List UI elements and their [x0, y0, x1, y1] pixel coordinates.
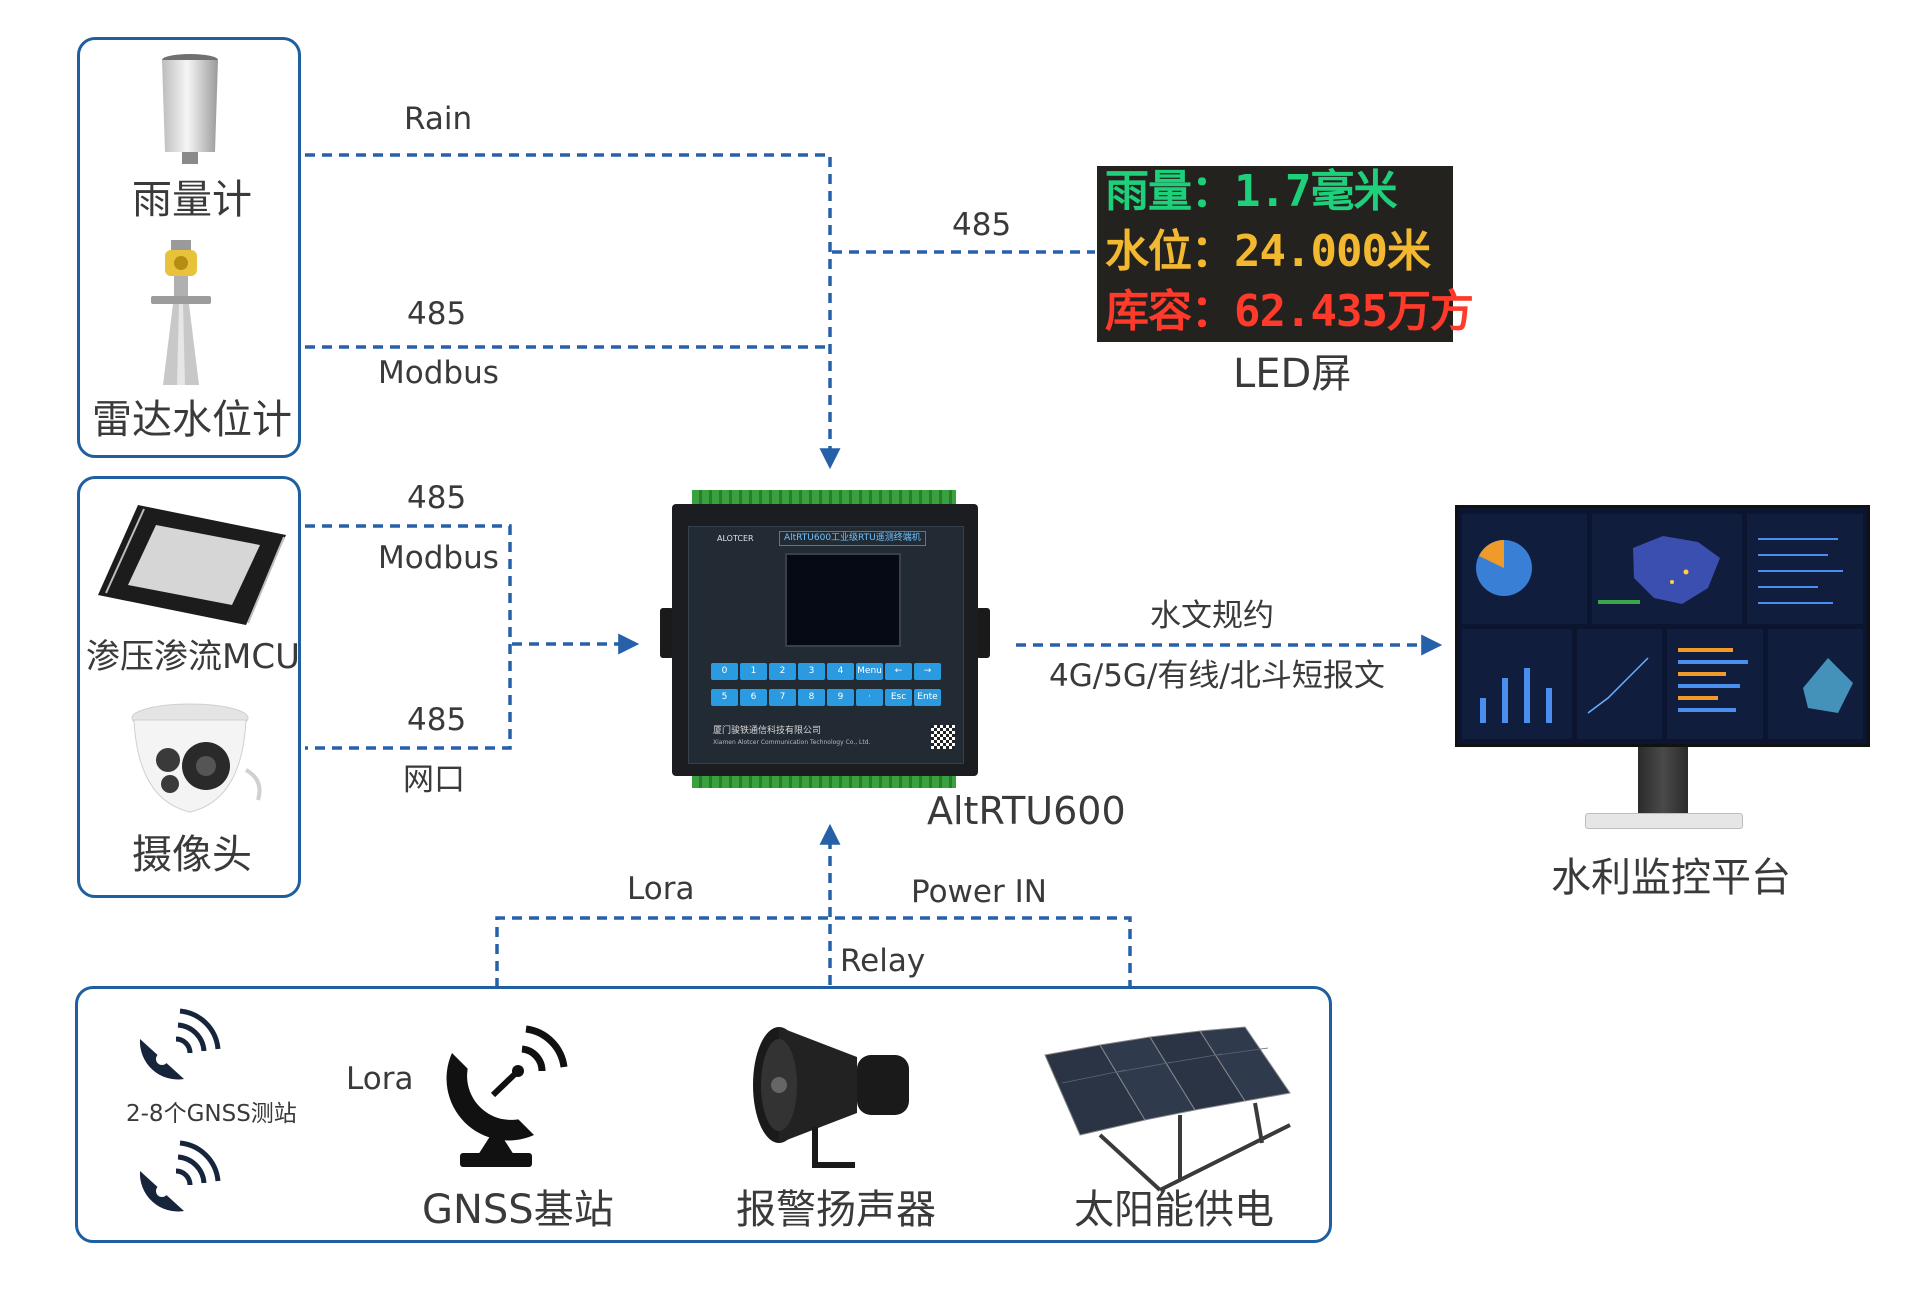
rtu-key-6[interactable]: 6 [740, 689, 767, 706]
monitor-stand-neck [1638, 747, 1688, 817]
gnss-lora-label: Lora [346, 1061, 414, 1097]
led-rainfall-line: 雨量：1.7毫米 [1105, 166, 1397, 217]
solar-power-label: 太阳能供电 [1074, 1187, 1274, 1233]
alarm-speaker-icon [753, 1027, 909, 1168]
rtu-panel-title: AltRTU600工业级RTU遥测终端机 [779, 531, 926, 546]
monitor-screen [1455, 505, 1870, 747]
rtu-face-panel: ALOTCER AltRTU600工业级RTU遥测终端机 0 1 2 3 4 M… [688, 526, 964, 764]
monitor-stand-base [1585, 813, 1743, 829]
rtu-top-terminals [692, 490, 956, 504]
led-485-label: 485 [952, 207, 1012, 243]
rtu-left-ear [660, 608, 674, 658]
rain-gauge-icon [162, 54, 218, 164]
mcu-485-label: 485 [407, 480, 467, 516]
mcu-camera-bus-line [305, 524, 512, 750]
platform-protocol-label: 水文规约 [1150, 598, 1274, 634]
rtu-key-4[interactable]: 4 [827, 663, 854, 680]
rtu-key-right[interactable]: → [914, 663, 941, 680]
rtu-keypad: 0 1 2 3 4 Menu ← → 5 6 7 8 9 · Esc Ente [711, 663, 941, 713]
rtu-key-left[interactable]: ← [885, 663, 912, 680]
alarm-speaker-label: 报警扬声器 [736, 1187, 936, 1233]
rtu-company-cn: 厦门骏铁通信科技有限公司 [713, 726, 822, 736]
dashboard-graphics [1462, 514, 1863, 739]
rain-to-rtu-line [305, 153, 841, 470]
radar-level-label: 雷达水位计 [92, 397, 292, 443]
gnss-stations-label: 2-8个GNSS测站 [126, 1101, 297, 1127]
radar-485-label: 485 [407, 296, 467, 332]
solar-panel-icon [1044, 1026, 1291, 1192]
rtu-right-ear [976, 608, 990, 658]
platform-network-label: 4G/5G/有线/北斗短报文 [1049, 658, 1385, 694]
seepage-mcu-label: 渗压渗流MCU [86, 637, 300, 677]
relay-label: Relay [840, 943, 926, 979]
gnss-base-label: GNSS基站 [422, 1187, 614, 1233]
rtu-device: ALOTCER AltRTU600工业级RTU遥测终端机 0 1 2 3 4 M… [660, 490, 990, 788]
led-screen: 雨量：1.7毫米 水位：24.000米 库容：62.435万方 [1097, 166, 1474, 342]
rtu-key-5[interactable]: 5 [711, 689, 738, 706]
rtu-key-esc[interactable]: Esc [885, 689, 912, 706]
rtu-key-7[interactable]: 7 [769, 689, 796, 706]
led-water-level-line: 水位：24.000米 [1105, 226, 1431, 277]
rtu-key-0[interactable]: 0 [711, 663, 738, 680]
rtu-key-8[interactable]: 8 [798, 689, 825, 706]
camera-net-label: 网口 [403, 762, 465, 798]
led-caption: LED屏 [1233, 351, 1352, 397]
satellite-dish-icon [446, 1025, 568, 1167]
rtu-lcd-screen [785, 553, 901, 647]
rtu-bottom-terminals [692, 776, 956, 788]
camera-label: 摄像头 [132, 832, 252, 878]
rtu-key-3[interactable]: 3 [798, 663, 825, 680]
rain-gauge-label: 雨量计 [132, 177, 252, 223]
radar-modbus-label: Modbus [378, 355, 499, 391]
rtu-key-menu[interactable]: Menu [856, 663, 883, 680]
rtu-qr-code [931, 725, 955, 749]
rtu-key-dot[interactable]: · [856, 689, 883, 706]
radar-level-icon [151, 240, 211, 385]
rtu-brand: ALOTCER [717, 534, 754, 543]
lora-power-line [495, 916, 1132, 988]
platform-caption: 水利监控平台 [1551, 855, 1791, 901]
rtu-company-en: Xiamen Alotcer Communication Technology … [713, 739, 871, 746]
monitor [1455, 505, 1870, 835]
rtu-caption: AltRTU600 [927, 789, 1126, 833]
gnss-station-icon [139, 1008, 221, 1080]
rtu-key-1[interactable]: 1 [740, 663, 767, 680]
power-in-label: Power IN [911, 874, 1047, 910]
mcu-chip-icon [98, 505, 286, 625]
rtu-key-enter[interactable]: Ente [914, 689, 941, 706]
rtu-key-9[interactable]: 9 [827, 689, 854, 706]
rain-link-label: Rain [404, 101, 473, 137]
camera-icon [131, 703, 262, 813]
camera-485-label: 485 [407, 702, 467, 738]
lora-link-label: Lora [627, 871, 695, 907]
led-storage-line: 库容：62.435万方 [1105, 286, 1474, 337]
rtu-key-2[interactable]: 2 [769, 663, 796, 680]
gnss-station-icon [139, 1140, 221, 1212]
mcu-modbus-label: Modbus [378, 540, 499, 576]
